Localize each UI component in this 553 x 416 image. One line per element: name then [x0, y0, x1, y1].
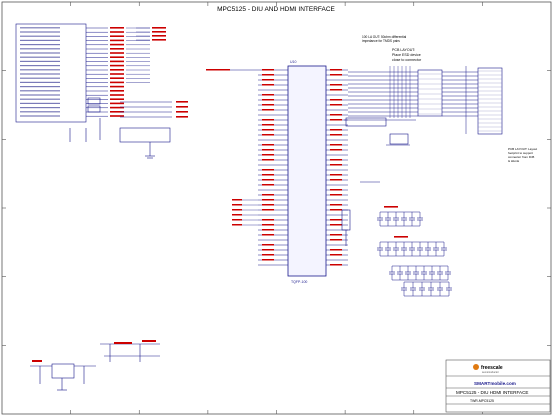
pcb-layout-note-1: PCB LAYOUT:: [392, 48, 415, 52]
pcb-layout-note-3: close to connector: [392, 58, 422, 62]
power-net-labels: [32, 340, 156, 362]
freescale-logo-icon: [473, 364, 479, 370]
title-block-sheet-title: MPC5125 - DIU HDMI INTERFACE: [456, 390, 529, 395]
logo-subtext: semiconductor: [482, 370, 499, 374]
title-block: freescale semiconductor SMARTmobile.com …: [445, 359, 551, 413]
left-net-lines: [86, 27, 188, 118]
trace-note-2: impedance for TMDS pairs: [362, 39, 400, 43]
ic-to-hdmi-wires: [348, 66, 478, 134]
mid-right-components: [341, 117, 416, 246]
logo-text: freescale: [481, 365, 503, 371]
esd-device: [417, 69, 443, 117]
pcb-layout-right-3: connector from D45: [508, 155, 535, 159]
pcb-layout-right-1: PCB LAYOUT: Layout: [508, 147, 537, 151]
hdmi-connector: [477, 67, 503, 135]
decoupling-capacitor-banks: [377, 206, 452, 297]
pcb-layout-right-4: & HiLink: [508, 159, 520, 163]
power-circuit: [30, 343, 160, 391]
banner-text: SMARTmobile.com: [474, 381, 516, 386]
title-block-board: TWR-MPC5125: [470, 399, 494, 403]
pcb-layout-note-2: Place ESD device: [392, 53, 421, 57]
main-ic-ref: U10: [290, 60, 296, 64]
trace-note-1: 100 LA OUT: 50ohm differential: [362, 35, 407, 39]
main-ic-package: TQFP-100: [291, 280, 307, 284]
main-ic: U10 TQFP-100: [206, 60, 348, 284]
left-lower-components: [69, 97, 171, 159]
sheet-title: MPC5125 - DIU AND HDMI INTERFACE: [217, 6, 335, 13]
left-connector: [15, 23, 87, 123]
pcb-layout-right-2: footprint to support: [508, 151, 533, 155]
